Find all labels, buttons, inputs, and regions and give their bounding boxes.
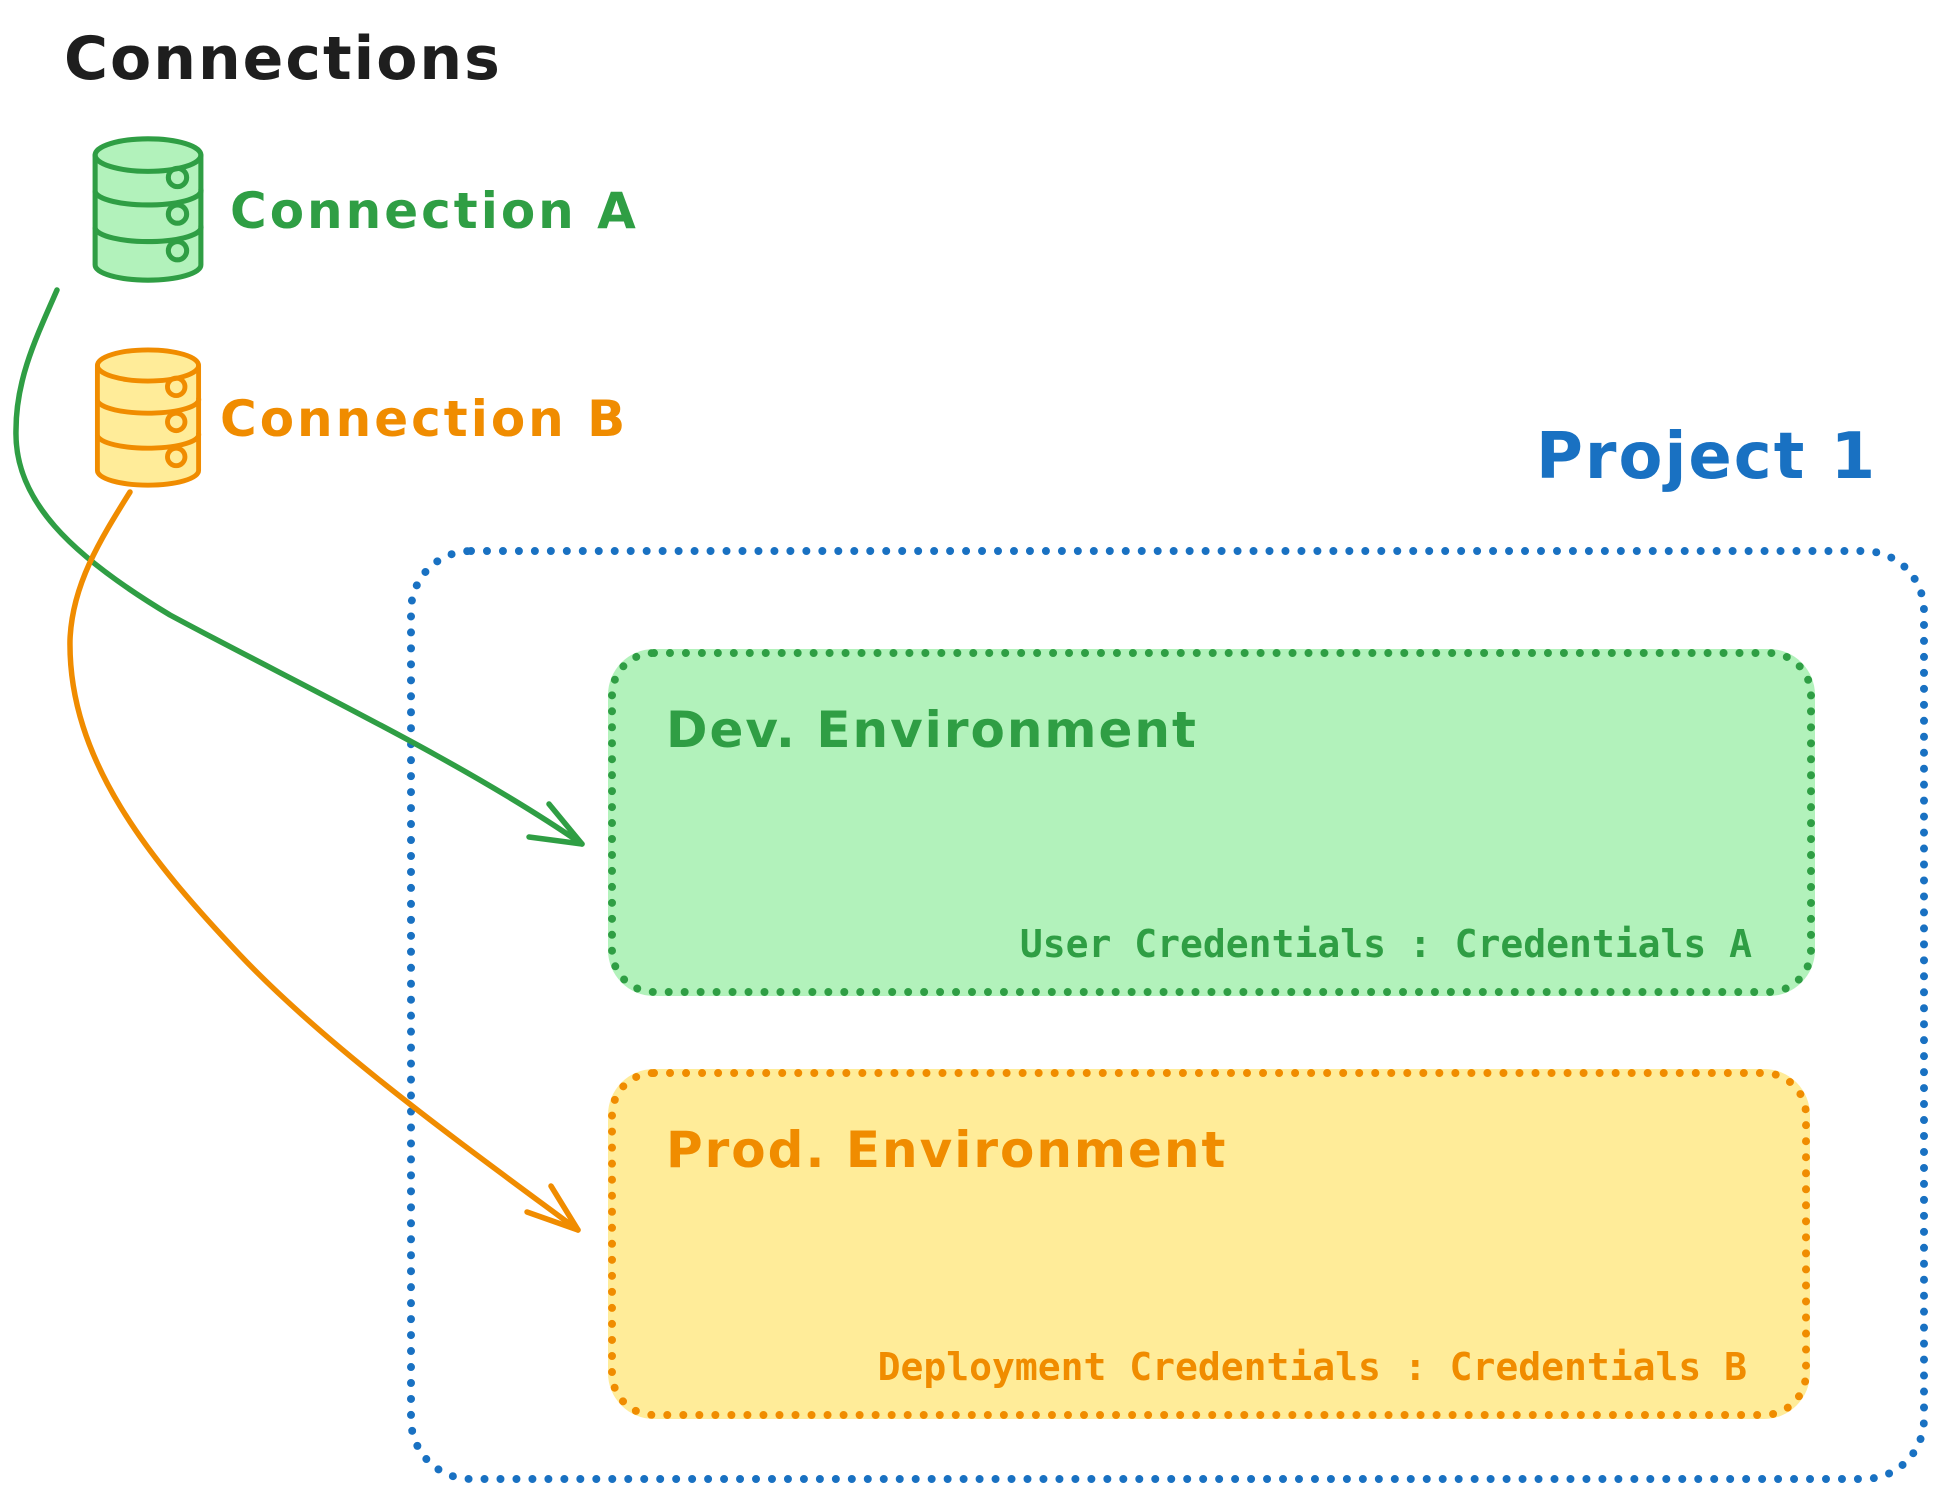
connection-b-label: Connection B [220, 390, 629, 448]
database-body-fill [95, 138, 201, 281]
database-led [165, 165, 190, 190]
prod-environment-credentials: Deployment Credentials : Credentials B [877, 1345, 1747, 1389]
database-band-lines [92, 187, 204, 245]
connection-a-label: Connection A [230, 182, 639, 240]
database-led [165, 202, 190, 226]
diagram-title: Connections [64, 24, 502, 94]
project-title: Project 1 [1536, 420, 1878, 494]
prod-environment-box: Prod. Environment Deployment Credentials… [608, 1069, 1810, 1419]
dev-environment-box: Dev. Environment User Credentials : Cred… [608, 649, 1815, 996]
prod-environment-title: Prod. Environment [666, 1121, 1228, 1179]
database-icon-connection-b [94, 347, 202, 488]
database-icon-connection-a [92, 136, 204, 283]
dev-environment-credentials: User Credentials : Credentials A [1019, 922, 1752, 966]
database-outline [92, 152, 204, 283]
dev-environment-title: Dev. Environment [666, 701, 1198, 759]
database-led [165, 238, 190, 263]
